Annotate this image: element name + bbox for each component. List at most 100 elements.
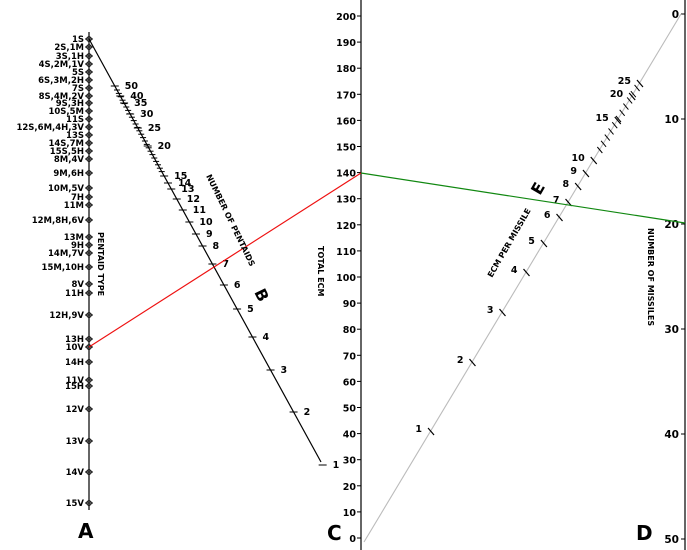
axis-a-tick-label: 5S <box>72 68 84 78</box>
axis-c-tick-label: 140 <box>336 169 356 180</box>
axis-a-tick-label: 15M,10H <box>42 263 84 273</box>
solution-line-green <box>360 172 686 224</box>
axis-e-tick <box>614 116 622 125</box>
axis-a-marker <box>86 124 92 130</box>
axis-a-marker <box>86 116 92 122</box>
axis-a-tick-label: 13V <box>66 437 85 447</box>
axis-e-tick-label: 10 <box>572 153 586 164</box>
axis-c-letter: C <box>327 521 342 545</box>
axis-a-tick-label: 15S,5H <box>50 147 84 157</box>
axis-b-tick-label: 9 <box>206 229 213 240</box>
axis-c-tick-label: 60 <box>343 377 357 388</box>
axis-a-tick-label: 13H <box>65 335 84 345</box>
axis-a-marker <box>86 469 92 475</box>
axis-a-tick-label: 14H <box>65 358 84 368</box>
axis-a-tick-label: 12H,9V <box>49 311 84 321</box>
axis-c-tick-label: 50 <box>343 404 357 415</box>
axis-a-tick-label: 11S <box>66 115 84 125</box>
axis-a-pentaid-type: 1S2S,1M3S,1H4S,2M,1V5S6S,3M,2H7S8S,4M,2V… <box>16 32 93 510</box>
axis-e-tick-label: 3 <box>487 305 494 316</box>
axis-e-tick-label: 25 <box>618 76 631 87</box>
axis-e-tick <box>628 92 636 101</box>
axis-a-marker <box>86 140 92 146</box>
axis-d-tick-label: 10 <box>664 114 679 126</box>
axis-a-tick-label: 7S <box>72 84 84 94</box>
axis-c-tick-label: 20 <box>343 482 357 493</box>
solution-line-red <box>88 172 362 348</box>
axis-b-tick-label: 4 <box>262 332 269 343</box>
axis-e-line <box>363 13 682 543</box>
axis-a-title: PENTAID TYPE <box>96 232 105 296</box>
axis-e-tick-label: 9 <box>570 166 577 177</box>
axis-a-marker <box>86 69 92 75</box>
axis-e-minor-tick <box>596 146 603 154</box>
axis-d-tick-label: 40 <box>664 429 679 441</box>
axis-a-tick-label: 11M <box>64 201 84 211</box>
axis-c-tick-label: 0 <box>349 534 356 545</box>
axis-a-marker <box>86 77 92 83</box>
axis-a-marker <box>86 406 92 412</box>
axis-a-marker <box>86 290 92 296</box>
axis-d-tick-label: 0 <box>672 9 679 21</box>
axis-c-tick-label: 170 <box>336 90 356 101</box>
axis-a-marker <box>86 194 92 200</box>
axis-a-tick-label: 6S,3M,2H <box>38 76 84 86</box>
axis-a-marker <box>86 108 92 114</box>
axis-a-marker <box>86 202 92 208</box>
axis-e-tick-label: 7 <box>553 195 560 206</box>
axis-c-tick-label: 40 <box>343 430 357 441</box>
axis-a-tick-label: 11V <box>66 376 85 386</box>
axis-a-tick-label: 15H <box>65 382 84 392</box>
axis-e-minor-tick <box>630 90 637 98</box>
axis-c-total-ecm: 0102030405060708090100110120130140150160… <box>336 0 362 550</box>
axis-c-tick-label: 120 <box>336 221 356 232</box>
axis-e-minor-tick <box>615 115 622 123</box>
axis-b-tick-label: 25 <box>148 123 161 134</box>
axis-e-tick-label: 4 <box>511 265 518 276</box>
axis-e-minor-tick <box>634 84 640 92</box>
axis-c-title: TOTAL ECM <box>316 246 325 297</box>
axis-d-tick-label: 50 <box>664 534 679 546</box>
axis-e-minor-tick <box>619 109 626 117</box>
axis-e-tick <box>636 79 644 88</box>
axis-e-tick-label: 5 <box>528 236 535 247</box>
axis-a-marker <box>86 132 92 138</box>
axis-c-tick-label: 70 <box>343 351 357 362</box>
axis-b-tick-label: 13 <box>181 184 194 195</box>
axis-a-tick-label: 13M <box>64 233 84 243</box>
axis-a-marker <box>86 100 92 106</box>
axis-e-tick <box>556 213 563 222</box>
axis-c-tick-label: 130 <box>336 195 356 206</box>
axis-a-tick-label: 14S,7M <box>48 139 84 149</box>
axis-e-tick <box>582 169 590 178</box>
axis-c-tick-label: 80 <box>343 325 357 336</box>
axis-b-line <box>88 38 322 463</box>
axis-e-minor-tick <box>623 103 629 110</box>
axis-e-minor-tick <box>604 134 611 141</box>
axis-e-tick <box>499 308 506 317</box>
axis-a-marker <box>86 53 92 59</box>
axis-a-tick-label: 9M,6H <box>53 169 84 179</box>
axis-b-tick-label: 15 <box>174 171 187 182</box>
axis-a-tick-label: 1S <box>72 35 84 45</box>
axis-e-tick <box>523 268 530 277</box>
axis-d-title: NUMBER OF MISSILES <box>646 228 655 326</box>
axis-b-tick-label: 12 <box>187 194 200 205</box>
axis-a-marker <box>86 170 92 176</box>
axis-c-tick-label: 190 <box>336 38 356 49</box>
axis-e-title: ECM PER MISSILE <box>486 207 533 279</box>
axis-a-tick-label: 14V <box>66 468 85 478</box>
axis-a-tick-label: 8V <box>72 280 85 290</box>
axis-a-marker <box>86 185 92 191</box>
axis-b-tick-label: 6 <box>234 280 241 291</box>
axis-b-tick-label: 11 <box>193 205 206 216</box>
axis-a-tick-label: 15V <box>66 499 85 509</box>
axis-a-tick-label: 14M,7V <box>48 249 84 259</box>
axis-a-tick-label: 4S,2M,1V <box>39 60 85 70</box>
axis-e-tick-label: 1 <box>415 424 422 435</box>
axis-c-tick-label: 10 <box>343 508 357 519</box>
axis-a-marker <box>86 44 92 50</box>
axis-b-tick-label: 2 <box>304 407 311 418</box>
